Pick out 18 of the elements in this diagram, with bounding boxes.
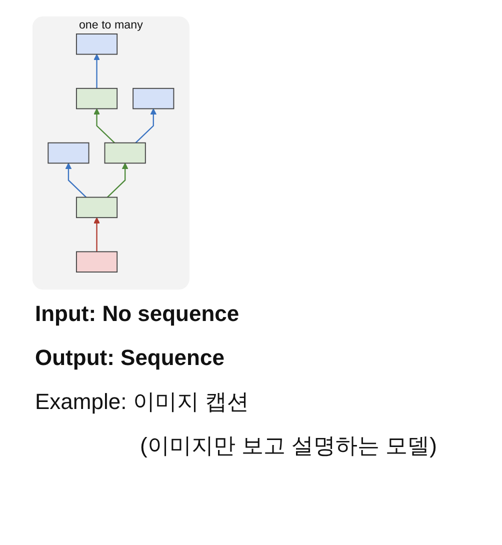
arrow — [106, 162, 128, 198]
node-box — [76, 251, 118, 272]
cluster: one to many — [32, 16, 190, 290]
node-box — [76, 88, 118, 110]
node-box — [132, 88, 174, 110]
arrow — [65, 162, 87, 198]
arrow — [94, 108, 115, 144]
note-text: (이미지만 보고 설명하는 모델) — [140, 432, 437, 460]
arrow — [94, 217, 100, 252]
node-box — [104, 142, 146, 164]
note-text: Output: Sequence — [35, 344, 224, 372]
arrow — [94, 54, 100, 88]
arrow — [135, 108, 157, 144]
note-text: Example: 이미지 캡션 — [35, 388, 249, 416]
node-box — [76, 34, 118, 55]
node-box — [76, 196, 118, 218]
note-text: Input: No sequence — [35, 300, 240, 328]
node-box — [48, 142, 90, 164]
